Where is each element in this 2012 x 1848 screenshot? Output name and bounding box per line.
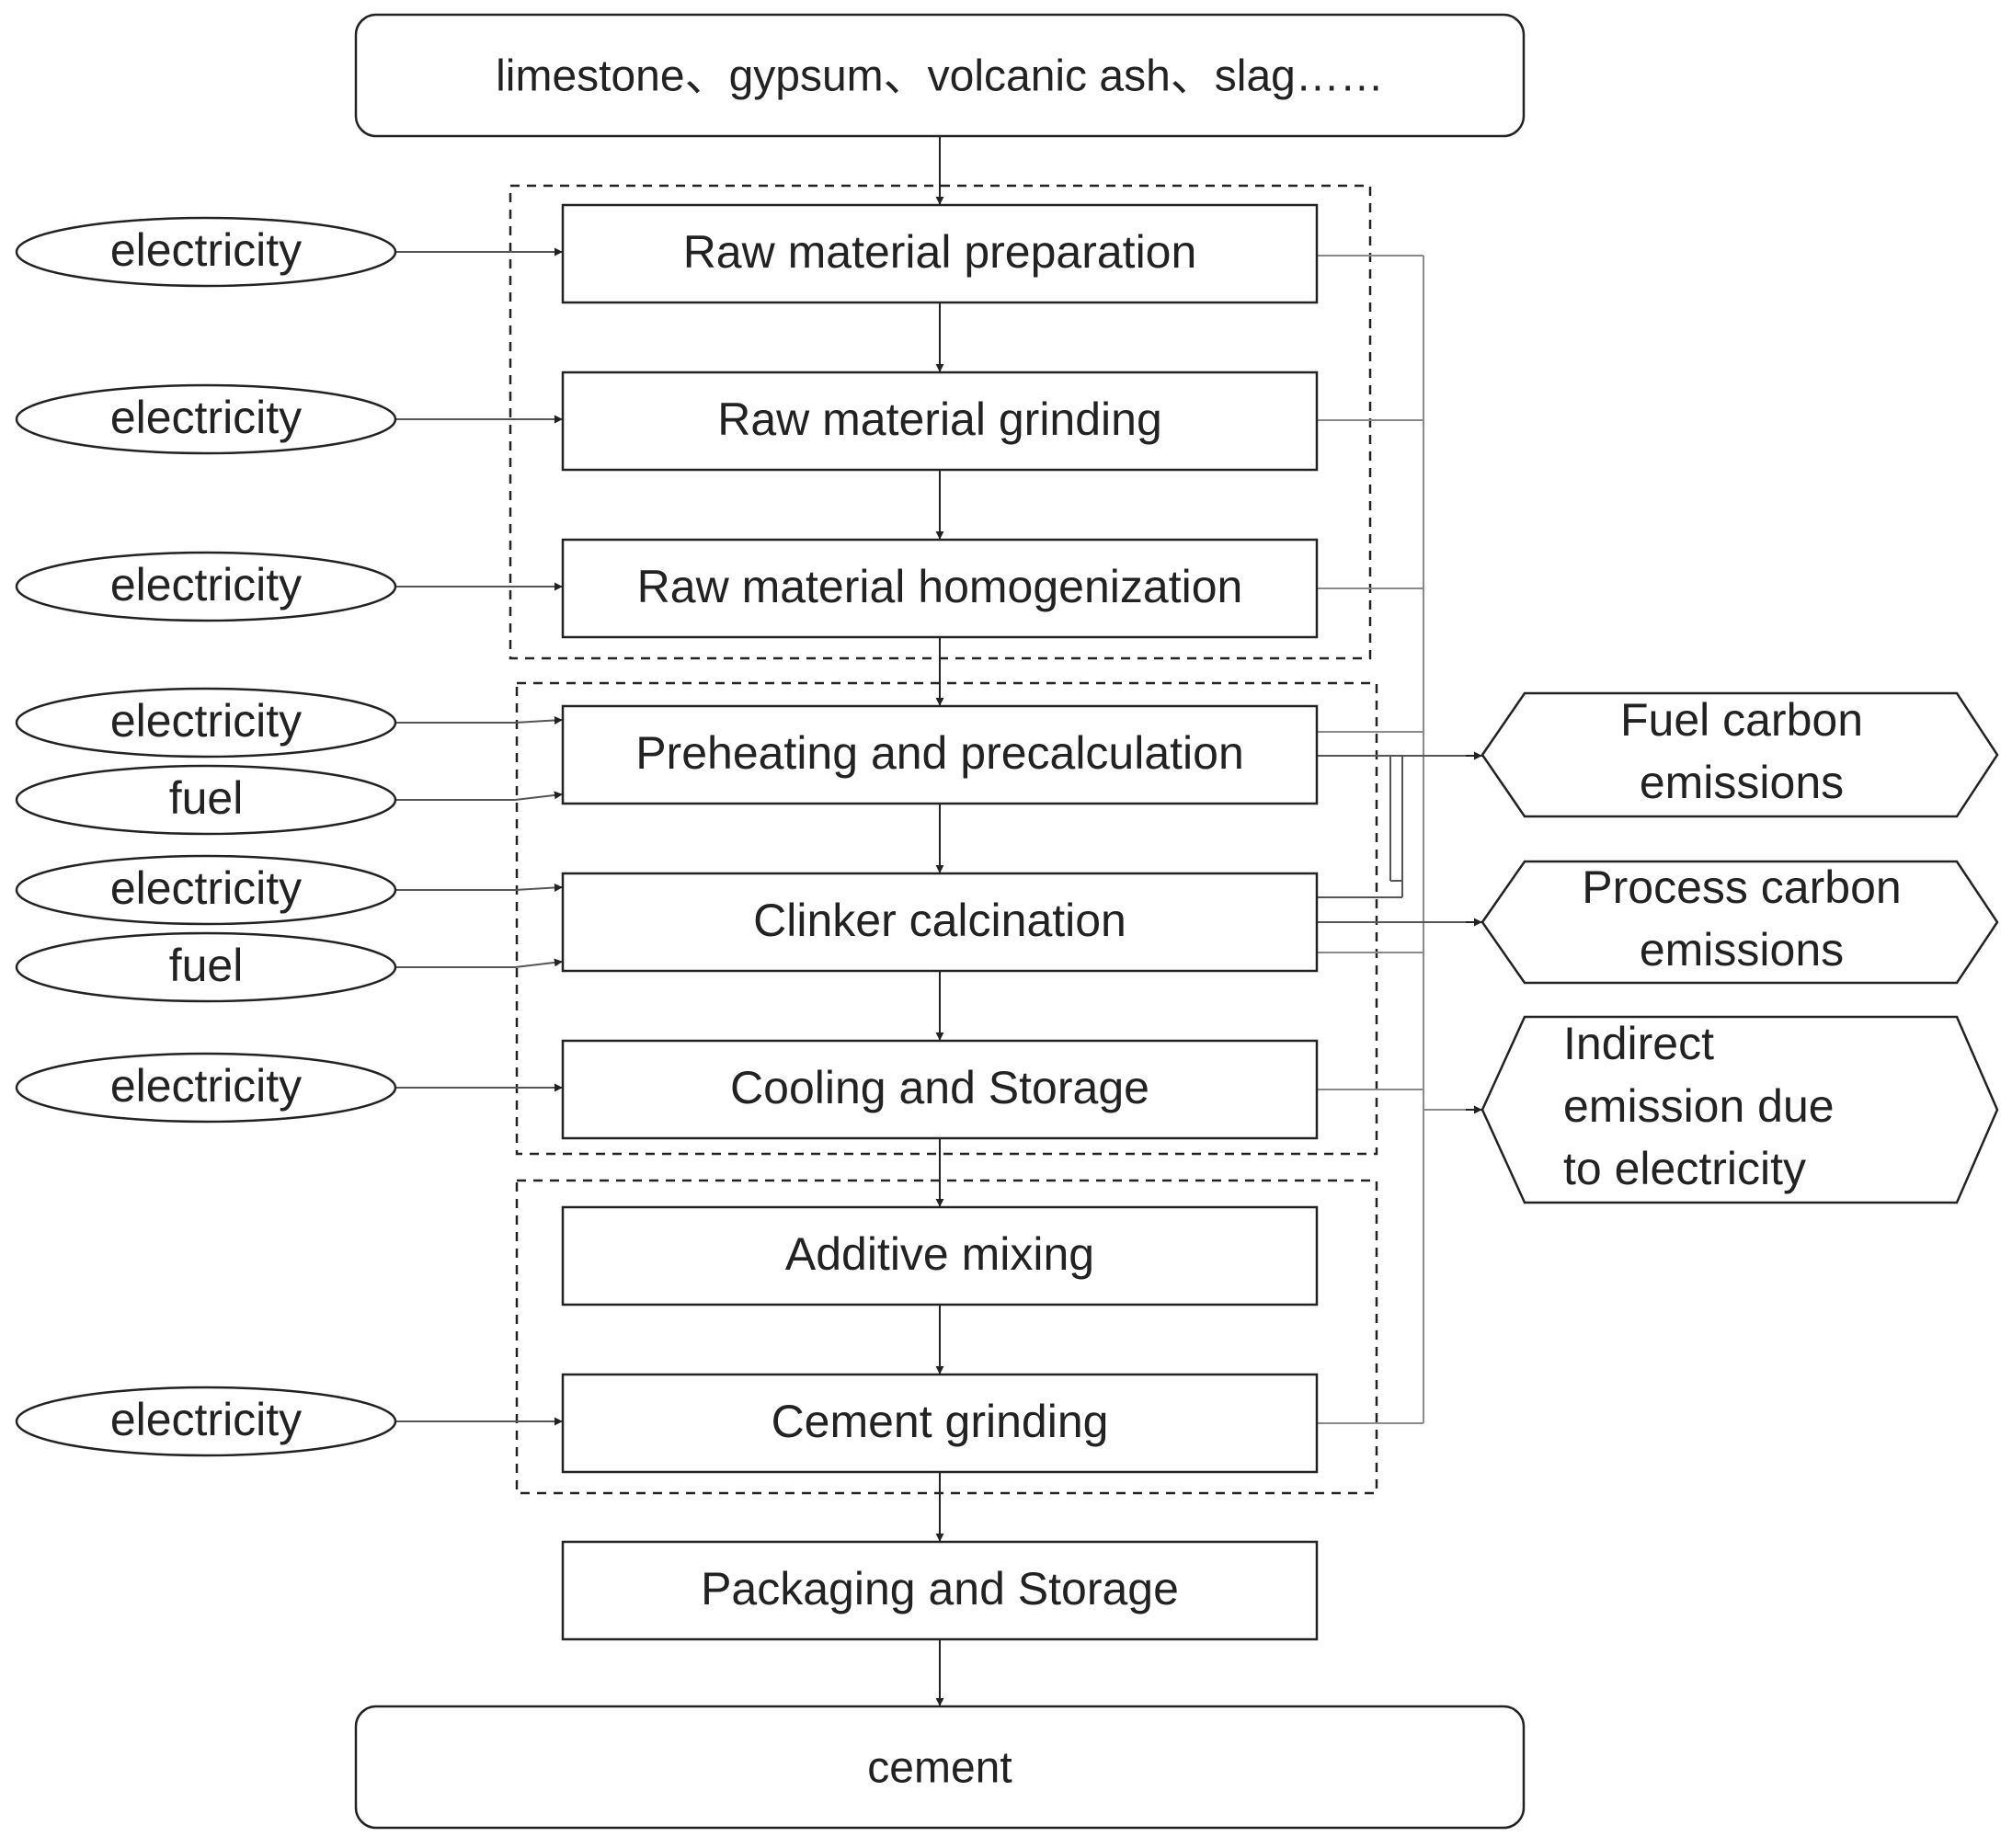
- step-box: [561, 1373, 1319, 1474]
- input-label: fuel: [169, 940, 244, 991]
- input-label: fuel: [169, 772, 244, 824]
- input-label: electricity: [110, 224, 302, 276]
- step-raw-material-homogenization: Raw material homogenization: [561, 538, 1319, 639]
- input-label: electricity: [110, 1060, 302, 1112]
- step-box: [561, 203, 1319, 304]
- group-frame-clinker: [515, 681, 1378, 1156]
- step-box: [561, 1540, 1319, 1641]
- step-additive-mixing: Additive mixing: [561, 1205, 1319, 1306]
- energy-input-electricity: electricity: [15, 383, 397, 455]
- input-label: electricity: [110, 1394, 302, 1445]
- step-raw-material-preparation: Raw material preparation: [561, 203, 1319, 304]
- group-frame-cement: [515, 1179, 1378, 1495]
- step-label: Packaging and Storage: [701, 1563, 1179, 1614]
- step-label: Cement grinding: [772, 1396, 1109, 1447]
- step-packaging-and-storage: Packaging and Storage: [561, 1540, 1319, 1641]
- step-box: [561, 371, 1319, 472]
- energy-input-electricity: electricity: [15, 854, 397, 926]
- energy-input-electricity: electricity: [15, 1386, 397, 1457]
- step-box: [561, 704, 1319, 805]
- energy-input-electricity: electricity: [15, 216, 397, 288]
- emission-arrows: [1466, 751, 1482, 1114]
- energy-input-fuel: fuel: [15, 931, 397, 1003]
- raw-materials-label: limestone、gypsum、volcanic ash、slag……: [496, 52, 1384, 101]
- step-preheating-and-precalculation: Preheating and precalculation: [561, 704, 1319, 805]
- step-label: Preheating and precalculation: [635, 727, 1244, 779]
- input-label: electricity: [110, 695, 302, 747]
- step-label: Clinker calcination: [753, 895, 1126, 946]
- input-label: electricity: [110, 559, 302, 610]
- input-ellipse: [15, 764, 397, 836]
- electricity-collector: [1317, 255, 1482, 1424]
- step-label: Raw material grinding: [717, 394, 1162, 445]
- step-box: [561, 1039, 1319, 1140]
- emission-hexagon: [1480, 691, 1999, 818]
- input-label: electricity: [110, 392, 302, 443]
- emission-label-line: Fuel carbon: [1620, 694, 1863, 746]
- input-arrow: [395, 958, 563, 968]
- emission-label-line: emissions: [1640, 757, 1844, 808]
- emission-process-carbon-emissions: Process carbon emissions: [1480, 860, 1999, 985]
- cement-node: cement: [354, 1705, 1526, 1830]
- raw-materials-node: limestone、gypsum、volcanic ash、slag……: [354, 13, 1526, 138]
- fuel-collector: [1317, 755, 1482, 898]
- emission-label-line: to electricity: [1563, 1143, 1806, 1194]
- emission-indirect-emission-electricity: Indirect emission due to electricity: [1480, 1015, 1999, 1204]
- step-label: Cooling and Storage: [730, 1062, 1149, 1113]
- cement-label: cement: [867, 1744, 1012, 1793]
- input-arrow: [395, 791, 563, 801]
- emission-hexagon: [1480, 1015, 1999, 1204]
- input-label: electricity: [110, 862, 302, 914]
- input-ellipse: [15, 931, 397, 1003]
- energy-input-electricity: electricity: [15, 687, 397, 759]
- step-clinker-calcination: Clinker calcination: [561, 872, 1319, 973]
- step-box: [561, 1205, 1319, 1306]
- energy-input-electricity: electricity: [15, 551, 397, 622]
- step-label: Additive mixing: [785, 1228, 1094, 1280]
- step-label: Raw material preparation: [683, 226, 1197, 278]
- input-arrow: [395, 715, 563, 724]
- step-cement-grinding: Cement grinding: [561, 1373, 1319, 1474]
- emission-label-line: emissions: [1640, 924, 1844, 975]
- input-ellipse: [15, 1386, 397, 1457]
- input-ellipse: [15, 687, 397, 759]
- emission-label-line: emission due: [1563, 1080, 1835, 1132]
- emission-hexagon: [1480, 860, 1999, 985]
- input-ellipse: [15, 216, 397, 288]
- input-ellipse: [15, 551, 397, 622]
- energy-inputs: electricity electricity electricity electri…: [15, 216, 397, 1457]
- step-label: Raw material homogenization: [637, 561, 1243, 612]
- input-arrow: [395, 883, 563, 892]
- input-ellipse: [15, 1052, 397, 1124]
- input-ellipse: [15, 854, 397, 926]
- energy-input-fuel: fuel: [15, 764, 397, 836]
- energy-input-electricity: electricity: [15, 1052, 397, 1124]
- step-box: [561, 872, 1319, 973]
- emission-label-line: Indirect: [1563, 1018, 1714, 1069]
- emission-fuel-carbon-emissions: Fuel carbon emissions: [1480, 691, 1999, 818]
- emission-label-line: Process carbon: [1582, 861, 1901, 913]
- step-cooling-and-storage: Cooling and Storage: [561, 1039, 1319, 1140]
- input-arrows: [395, 247, 563, 1426]
- input-ellipse: [15, 383, 397, 455]
- step-raw-material-grinding: Raw material grinding: [561, 371, 1319, 472]
- step-box: [561, 538, 1319, 639]
